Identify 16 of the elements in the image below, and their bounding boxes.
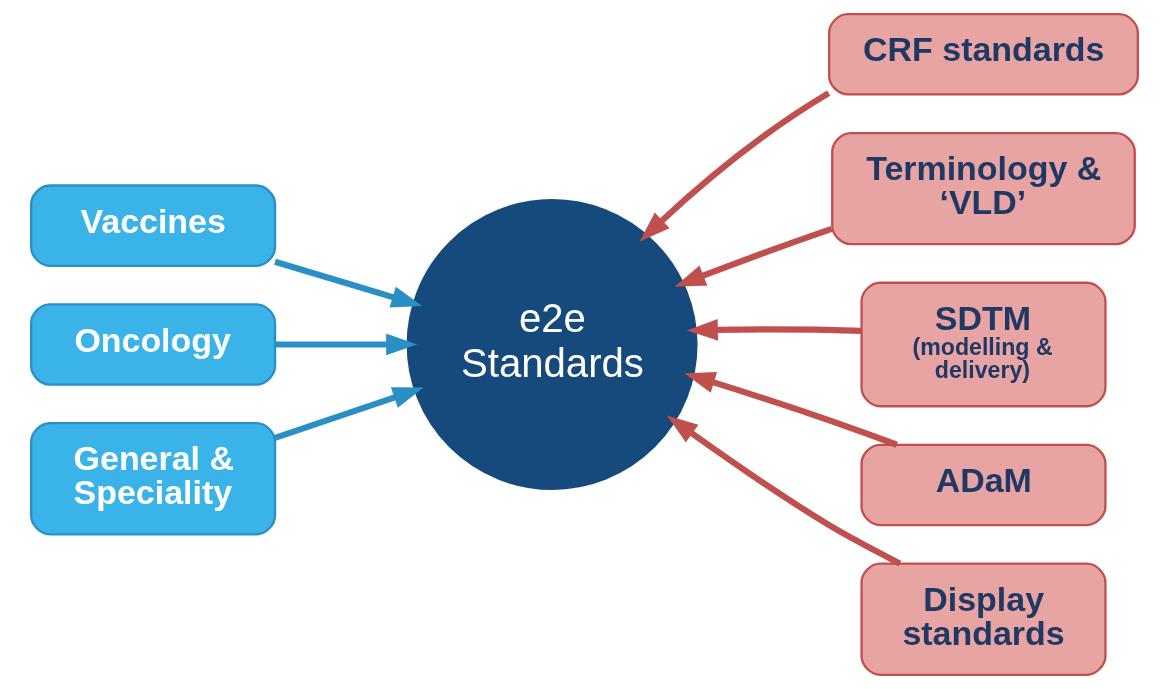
arrow [275,333,418,356]
arrow [686,319,862,341]
node-box: SDTM (modelling & delivery) [860,281,1107,408]
arrow [674,225,833,287]
node-box: Vaccines [30,184,277,267]
node-box: Terminology & ‘VLD’ [831,131,1136,246]
node-box: General & Speciality [30,422,277,536]
arrow [274,387,424,441]
node-box: CRF standards [828,13,1139,96]
arrow [684,372,898,448]
arrow [666,415,902,567]
node-box: ADaM [860,443,1107,527]
node-box: Oncology [30,303,277,386]
arrow [639,90,831,242]
node-box: Display standards [860,562,1107,676]
arrow [274,258,423,308]
